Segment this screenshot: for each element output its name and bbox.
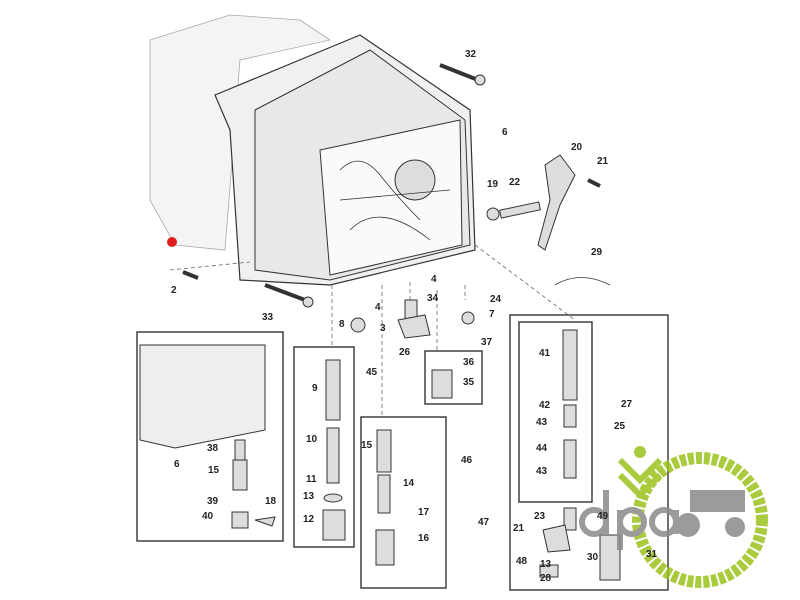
label-6[interactable]: 6 xyxy=(502,127,508,138)
label-4[interactable]: 4 xyxy=(431,274,437,285)
label-46[interactable]: 46 xyxy=(461,455,473,466)
box-46 xyxy=(360,416,447,589)
label-28[interactable]: 28 xyxy=(540,573,552,584)
label-36[interactable]: 36 xyxy=(463,357,475,368)
label-18[interactable]: 18 xyxy=(265,496,277,507)
plug-3 xyxy=(350,317,366,333)
label-2[interactable]: 2 xyxy=(171,285,177,296)
label-19[interactable]: 19 xyxy=(487,179,499,190)
label-37[interactable]: 37 xyxy=(481,337,493,348)
label-15[interactable]: 15 xyxy=(361,440,373,451)
plug-37 xyxy=(461,311,475,325)
label-41[interactable]: 41 xyxy=(539,348,551,359)
label-17[interactable]: 17 xyxy=(418,507,430,518)
bolt-33 xyxy=(264,283,314,308)
label-43[interactable]: 43 xyxy=(536,466,548,477)
label-10[interactable]: 10 xyxy=(306,434,318,445)
bracket-26 xyxy=(397,314,431,339)
shaft-22 xyxy=(486,201,541,221)
label-21[interactable]: 21 xyxy=(597,156,609,167)
dpa-watermark-logo xyxy=(579,446,768,588)
label-7[interactable]: 7 xyxy=(489,309,495,320)
label-21[interactable]: 21 xyxy=(513,523,525,534)
box-47 xyxy=(509,314,669,591)
box-inset-valve-body xyxy=(136,331,284,542)
label-30[interactable]: 30 xyxy=(587,552,599,563)
box-45 xyxy=(293,346,355,548)
label-14[interactable]: 14 xyxy=(403,478,415,489)
label-44[interactable]: 44 xyxy=(536,443,548,454)
pin-21 xyxy=(587,178,601,188)
label-25[interactable]: 25 xyxy=(614,421,626,432)
label-48[interactable]: 48 xyxy=(516,556,528,567)
spring-29 xyxy=(554,277,611,286)
engine-housing-outline xyxy=(149,14,476,286)
label-31[interactable]: 31 xyxy=(646,549,658,560)
dpa-letterforms xyxy=(579,490,679,550)
label-29[interactable]: 29 xyxy=(591,247,603,258)
label-15[interactable]: 15 xyxy=(208,465,220,476)
label-40[interactable]: 40 xyxy=(202,511,214,522)
label-6[interactable]: 6 xyxy=(174,459,180,470)
label-20[interactable]: 20 xyxy=(571,142,583,153)
hotspot-marker[interactable] xyxy=(167,237,177,247)
label-8[interactable]: 8 xyxy=(339,319,345,330)
label-35[interactable]: 35 xyxy=(463,377,475,388)
label-22[interactable]: 22 xyxy=(509,177,521,188)
bolt-32 xyxy=(439,63,486,86)
label-9[interactable]: 9 xyxy=(312,383,318,394)
box-35-36 xyxy=(424,350,483,405)
label-34[interactable]: 34 xyxy=(427,293,439,304)
label-39[interactable]: 39 xyxy=(207,496,219,507)
label-24[interactable]: 24 xyxy=(490,294,502,305)
label-45[interactable]: 45 xyxy=(366,367,378,378)
label-16[interactable]: 16 xyxy=(418,533,430,544)
box-inner-41-44 xyxy=(518,321,593,503)
label-23[interactable]: 23 xyxy=(534,511,546,522)
label-38[interactable]: 38 xyxy=(207,443,219,454)
label-4[interactable]: 4 xyxy=(375,302,381,313)
pin-2 xyxy=(182,270,199,280)
label-12[interactable]: 12 xyxy=(303,514,315,525)
label-47[interactable]: 47 xyxy=(478,517,490,528)
part-labels: 32 6 20 21 19 22 29 2 33 4 8 3 4 34 26 2… xyxy=(171,49,658,584)
label-3[interactable]: 3 xyxy=(380,323,386,334)
label-11[interactable]: 11 xyxy=(306,474,317,485)
label-13[interactable]: 13 xyxy=(540,559,552,570)
label-13[interactable]: 13 xyxy=(303,491,315,502)
label-43[interactable]: 43 xyxy=(536,417,548,428)
label-27[interactable]: 27 xyxy=(621,399,633,410)
lever-20 xyxy=(537,154,576,251)
label-26[interactable]: 26 xyxy=(399,347,411,358)
label-42[interactable]: 42 xyxy=(539,400,551,411)
label-49[interactable]: 49 xyxy=(597,511,609,522)
label-33[interactable]: 33 xyxy=(262,312,274,323)
label-32[interactable]: 32 xyxy=(465,49,477,60)
